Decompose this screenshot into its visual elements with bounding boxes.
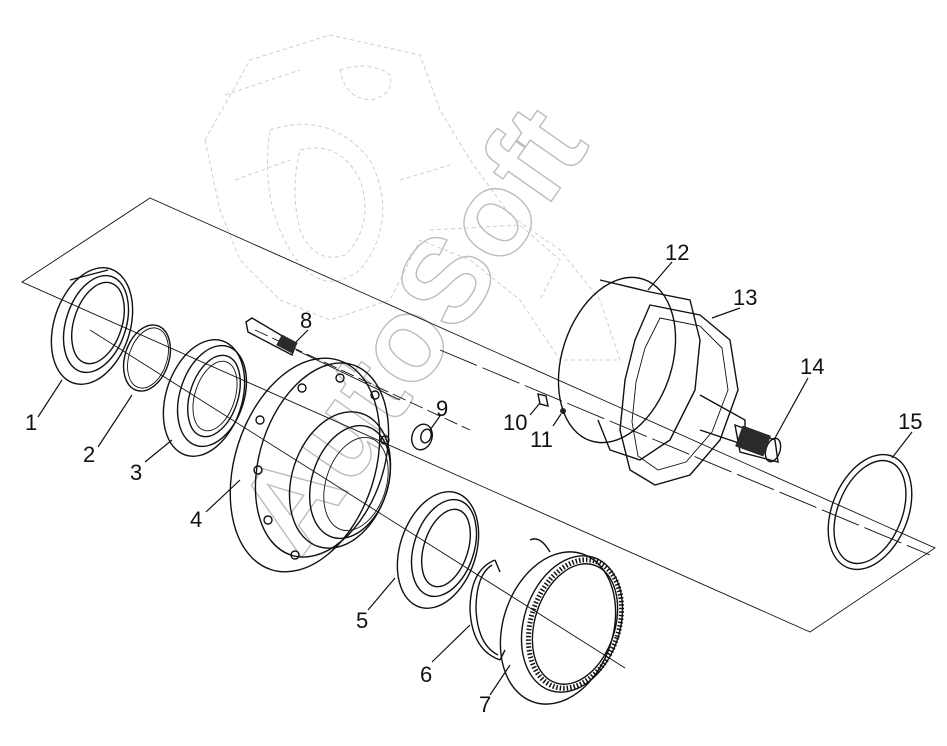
callout-5: 5 bbox=[356, 608, 368, 633]
part-2-snap-ring bbox=[122, 324, 172, 392]
callout-8: 8 bbox=[300, 308, 312, 333]
assembly-plane bbox=[21, 197, 936, 633]
callout-11: 11 bbox=[530, 427, 553, 452]
part-3-bearing bbox=[162, 339, 248, 457]
callout-15: 15 bbox=[898, 409, 922, 434]
part-4-wheel-hub bbox=[229, 357, 392, 573]
callout-13: 13 bbox=[733, 285, 757, 310]
axle-housing-ghost bbox=[204, 34, 621, 361]
callout-1: 1 bbox=[25, 410, 37, 435]
callout-2: 2 bbox=[83, 442, 95, 467]
part-10-screw bbox=[537, 393, 549, 407]
callout-12: 12 bbox=[665, 240, 689, 265]
callout-labels: 1 2 3 4 5 6 7 8 9 10 11 12 13 14 15 bbox=[25, 240, 922, 717]
callout-6: 6 bbox=[420, 662, 432, 687]
part-12-cover bbox=[557, 276, 701, 461]
callout-10: 10 bbox=[503, 410, 527, 435]
part-15-o-ring bbox=[827, 453, 913, 571]
callout-9: 9 bbox=[436, 396, 448, 421]
callout-4: 4 bbox=[190, 507, 202, 532]
callout-3: 3 bbox=[130, 460, 142, 485]
part-5-bearing bbox=[396, 491, 480, 609]
part-14-shaft bbox=[699, 394, 782, 463]
part-9-nut bbox=[410, 423, 434, 451]
leader-lines bbox=[37, 261, 913, 696]
part-8-stud-bolt bbox=[245, 317, 401, 401]
part-7-ring-gear bbox=[499, 538, 625, 705]
callout-14: 14 bbox=[800, 354, 824, 379]
part-13-gasket bbox=[619, 304, 739, 486]
part-1-seal bbox=[50, 267, 134, 385]
callout-7: 7 bbox=[479, 692, 491, 717]
